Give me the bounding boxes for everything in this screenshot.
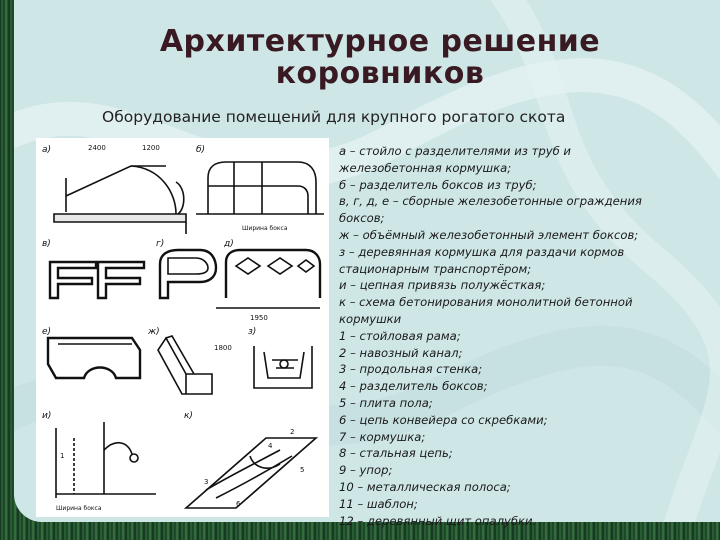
legend-item: 6 – цепь конвейера со скребками; [339, 412, 548, 427]
legend-item: 12 – деревянный щит опалубки. [339, 513, 537, 528]
label-k: к) [184, 411, 193, 421]
label-zh: ж) [147, 327, 160, 337]
slide-subtitle: Оборудование помещений для крупного рога… [102, 108, 566, 126]
svg-text:6: 6 [236, 500, 241, 508]
legend-item: 9 – упор; [339, 463, 393, 478]
dim-label: 2400 [88, 144, 106, 152]
technical-drawing-svg: а) 2400 1200 б) Ширина бокса в) г) д) 19… [42, 144, 324, 512]
legend-item: а – стойло с разделителями из труб и жел… [339, 144, 571, 175]
label-v: в) [42, 239, 51, 249]
svg-text:4: 4 [268, 442, 273, 450]
legend-item: 5 – плита пола; [339, 395, 433, 410]
legend-item: 3 – продольная стенка; [339, 362, 483, 377]
legend-item: 4 – разделитель боксов; [339, 379, 488, 394]
legend-item: 2 – навозный канал; [339, 345, 463, 360]
legend-item: 11 – шаблон; [339, 496, 418, 511]
svg-text:1200: 1200 [142, 144, 160, 152]
label-i: и) [42, 411, 51, 421]
legend-item: 10 – металлическая полоса; [339, 479, 511, 494]
legend-item: з – деревянная кормушка для раздачи корм… [339, 244, 625, 276]
legend-item: в, г, д, е – сборные железобетонные огра… [339, 194, 642, 226]
legend-item: 8 – стальная цепь; [339, 446, 453, 461]
legend-item: 1 – стойловая рама; [339, 328, 461, 343]
svg-text:3: 3 [204, 478, 208, 486]
svg-text:1: 1 [60, 452, 64, 460]
svg-text:1950: 1950 [250, 314, 268, 322]
svg-text:5: 5 [300, 466, 304, 474]
legend-item: ж – объёмный железобетонный элемент бокс… [339, 227, 639, 242]
legend-item: 7 – кормушка; [339, 429, 426, 444]
label-b: б) [196, 145, 205, 155]
label-z: з) [248, 327, 256, 337]
label-e: е) [42, 327, 51, 337]
legend-item: и – цепная привязь полужёсткая; [339, 278, 546, 293]
legend-list: а – стойло с разделителями из труб и жел… [339, 143, 669, 529]
label-d: д) [223, 239, 234, 249]
label-a: а) [42, 145, 51, 155]
legend-item: к – схема бетонирования монолитной бетон… [339, 295, 633, 326]
legend-item: б – разделитель боксов из труб; [339, 177, 537, 192]
svg-text:Ширина бокса: Ширина бокса [56, 505, 102, 512]
equipment-drawing: а) 2400 1200 б) Ширина бокса в) г) д) 19… [36, 138, 329, 517]
svg-text:2: 2 [290, 428, 294, 436]
label-g: г) [156, 239, 164, 249]
slide-title: Архитектурное решение коровников [159, 24, 601, 91]
svg-text:1800: 1800 [214, 344, 232, 352]
svg-text:Ширина бокса: Ширина бокса [242, 225, 288, 232]
